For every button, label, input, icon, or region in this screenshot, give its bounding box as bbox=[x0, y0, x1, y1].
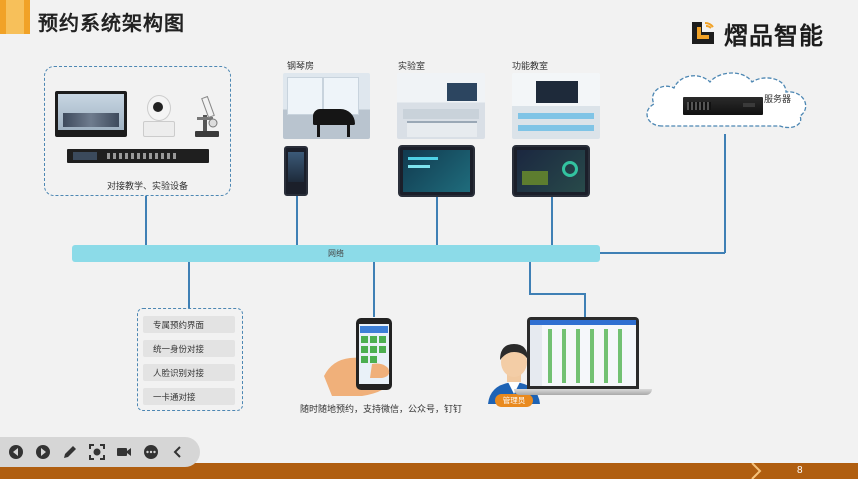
connector-server-vertical bbox=[724, 134, 726, 253]
camera-icon[interactable] bbox=[116, 444, 132, 460]
camera-image bbox=[141, 95, 175, 137]
function-room-image bbox=[512, 73, 600, 139]
server-label: 服务器 bbox=[764, 94, 792, 104]
connector-lab bbox=[436, 197, 438, 245]
connector-admin-horizontal bbox=[529, 293, 585, 295]
lab-terminal bbox=[398, 145, 475, 197]
collapse-icon[interactable] bbox=[170, 444, 186, 460]
connector-admin-vertical bbox=[529, 262, 531, 294]
network-label: 网络 bbox=[328, 249, 344, 258]
screenshot-icon[interactable] bbox=[89, 444, 105, 460]
feature-item: 统一身份对接 bbox=[143, 340, 235, 357]
laptop-base bbox=[514, 389, 652, 395]
piano-room-image bbox=[283, 73, 370, 139]
presentation-toolbar bbox=[0, 437, 200, 467]
connector-admin-drop bbox=[584, 293, 586, 317]
network-bar: 网络 bbox=[72, 245, 600, 262]
connector-mobile bbox=[373, 262, 375, 317]
feature-item: 人脸识别对接 bbox=[143, 364, 235, 381]
equipment-caption: 对接教学、实验设备 bbox=[107, 181, 189, 191]
function-room-terminal bbox=[512, 145, 590, 197]
footer-bar bbox=[0, 463, 858, 479]
equipment-group: 对接教学、实验设备 bbox=[44, 66, 231, 196]
connector-piano bbox=[296, 196, 298, 245]
microscope-image bbox=[195, 95, 219, 137]
server-image bbox=[683, 97, 763, 115]
more-icon[interactable] bbox=[143, 444, 159, 460]
rack-device-image bbox=[67, 149, 209, 163]
logo-text: 熠品智能 bbox=[724, 22, 824, 50]
lab-room-image bbox=[397, 73, 485, 139]
next-icon[interactable] bbox=[35, 444, 51, 460]
connector-function bbox=[551, 197, 553, 245]
classroom-display-image bbox=[55, 91, 127, 137]
room-label-lab: 实验室 bbox=[398, 61, 426, 71]
connector-features bbox=[188, 262, 190, 308]
pen-icon[interactable] bbox=[62, 444, 78, 460]
logo-icon bbox=[692, 22, 714, 44]
connector-equipment bbox=[145, 196, 147, 245]
prev-icon[interactable] bbox=[8, 444, 24, 460]
feature-item: 专属预约界面 bbox=[143, 316, 235, 333]
footer-chevron-icon bbox=[751, 463, 762, 479]
brand-logo: 熠品智能 bbox=[688, 16, 848, 50]
page-number: 8 bbox=[797, 465, 803, 476]
room-label-function: 功能教室 bbox=[512, 61, 549, 71]
feature-group: 专属预约界面 统一身份对接 人脸识别对接 一卡通对接 bbox=[137, 308, 243, 411]
admin-badge: 管理员 bbox=[495, 394, 533, 407]
feature-item: 一卡通对接 bbox=[143, 388, 235, 405]
title-accent-inner bbox=[6, 0, 24, 34]
connector-server-horizontal bbox=[600, 252, 725, 254]
mobile-caption: 随时随地预约，支持微信，公众号，钉钉 bbox=[300, 404, 463, 414]
mobile-hand-image bbox=[324, 318, 392, 396]
piano-room-terminal bbox=[284, 146, 308, 196]
room-label-piano: 钢琴房 bbox=[287, 61, 315, 71]
page-title: 预约系统架构图 bbox=[38, 13, 185, 35]
admin-laptop-image bbox=[527, 317, 639, 389]
